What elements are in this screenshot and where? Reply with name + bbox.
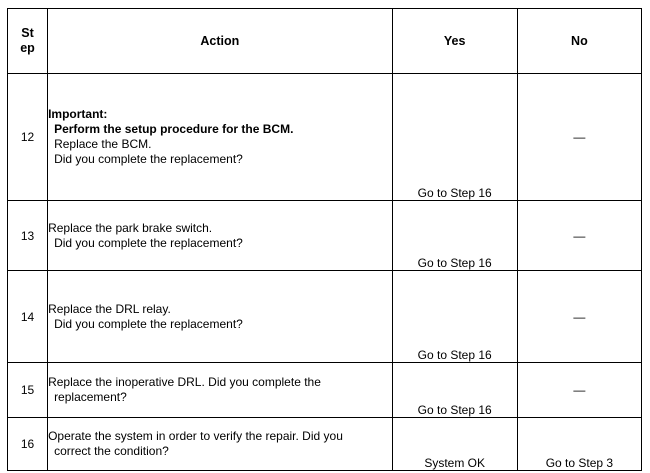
- action-line: Replace the BCM.: [54, 137, 152, 151]
- yes-result: Go to Step 16: [391, 362, 518, 418]
- yes-result: Go to Step 16: [391, 270, 518, 363]
- column-header-no: No: [516, 8, 643, 74]
- action-line: Replace the DRL relay.: [48, 301, 171, 316]
- step-number: 13: [6, 200, 49, 271]
- action-line: correct the condition?: [54, 444, 169, 458]
- yes-result: Go to Step 16: [391, 73, 518, 201]
- action-line: Did you complete the replacement?: [54, 152, 243, 166]
- no-result: —: [516, 73, 643, 201]
- step-action: Replace the DRL relay. Did you complete …: [47, 270, 393, 363]
- step-action: Replace the inoperative DRL. Did you com…: [47, 362, 393, 418]
- column-header-step-line2: ep: [20, 41, 35, 55]
- step-number: 15: [6, 362, 49, 418]
- column-header-action: Action: [47, 8, 393, 74]
- table-row: 14 Replace the DRL relay. Did you comple…: [6, 270, 643, 363]
- no-result: —: [516, 362, 643, 418]
- no-result: Go to Step 3: [516, 417, 643, 471]
- step-number: 16: [6, 417, 49, 471]
- table-header-row: St ep Action Yes No: [6, 8, 643, 74]
- action-line: replacement?: [54, 390, 127, 404]
- column-header-step: St ep: [6, 8, 49, 74]
- table-row: 15 Replace the inoperative DRL. Did you …: [6, 362, 643, 418]
- table-row: 13 Replace the park brake switch. Did yo…: [6, 200, 643, 271]
- action-line: Did you complete the replacement?: [54, 316, 243, 331]
- step-number: 14: [6, 270, 49, 363]
- action-line: Operate the system in order to verify th…: [48, 429, 343, 443]
- no-result: —: [516, 200, 643, 271]
- no-result: —: [516, 270, 643, 363]
- table-row: 16 Operate the system in order to verify…: [6, 417, 643, 471]
- yes-result: System OK: [391, 417, 518, 471]
- table-row: 12 Important: Perform the setup procedur…: [6, 73, 643, 201]
- yes-result: Go to Step 16: [391, 200, 518, 271]
- diagnostic-steps-table: St ep Action Yes No 12 Important: Perfor…: [6, 8, 643, 471]
- action-line: Replace the inoperative DRL. Did you com…: [48, 375, 321, 389]
- step-action: Replace the park brake switch. Did you c…: [47, 200, 393, 271]
- column-header-step-line1: St: [21, 26, 34, 40]
- action-line: Did you complete the replacement?: [54, 235, 243, 250]
- step-action: Important: Perform the setup procedure f…: [47, 73, 393, 201]
- column-header-yes: Yes: [391, 8, 518, 74]
- action-line: Important:: [48, 107, 108, 121]
- step-action: Operate the system in order to verify th…: [47, 417, 393, 471]
- action-line: Perform the setup procedure for the BCM.: [54, 122, 294, 136]
- action-line: Replace the park brake switch.: [48, 220, 213, 235]
- step-number: 12: [6, 73, 49, 201]
